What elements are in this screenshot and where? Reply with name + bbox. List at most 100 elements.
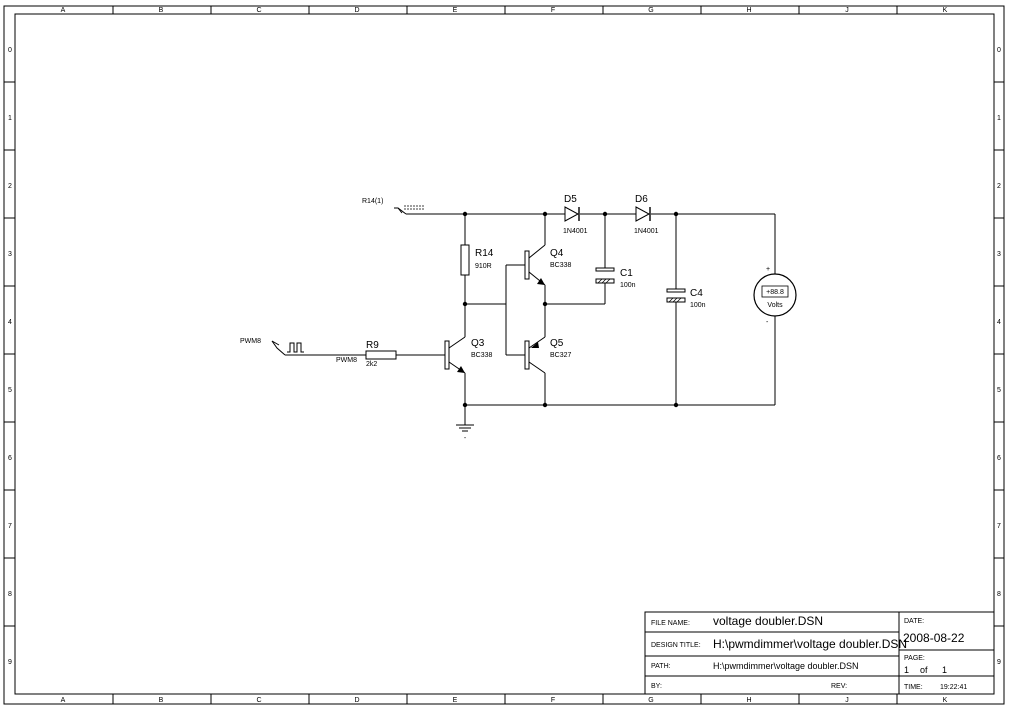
inner-border bbox=[14, 13, 995, 695]
q3-ref: Q3 bbox=[471, 338, 485, 349]
row-label-8-right: 8 bbox=[997, 591, 1001, 598]
row-label-0-left: 0 bbox=[8, 47, 12, 54]
col-label-k-bottom: K bbox=[943, 697, 948, 704]
row-label-8-left: 8 bbox=[8, 591, 12, 598]
design-title-label: DESIGN TITLE: bbox=[651, 642, 701, 649]
row-label-6-left: 6 bbox=[8, 455, 12, 462]
row-label-7-right: 7 bbox=[997, 523, 1001, 530]
date-label: DATE: bbox=[904, 618, 924, 625]
q5-ref: Q5 bbox=[550, 338, 564, 349]
row-ticks bbox=[4, 81, 1004, 627]
design-title: H:\pwmdimmer\voltage doubler.DSN bbox=[713, 637, 907, 651]
row-label-9-right: 9 bbox=[997, 659, 1001, 666]
r14-source-terminal bbox=[394, 205, 424, 215]
voltmeter-display: +88.8 bbox=[766, 289, 784, 296]
d6-value: 1N4001 bbox=[634, 228, 659, 235]
col-label-c-bottom: C bbox=[256, 697, 261, 704]
time-value: 19:22:41 bbox=[940, 684, 967, 691]
circuit-wires bbox=[285, 213, 776, 425]
col-label-k-top: K bbox=[943, 7, 948, 14]
r9-net-label: PWM8 bbox=[336, 357, 357, 364]
row-label-4-left: 4 bbox=[8, 319, 12, 326]
pwm-source-terminal bbox=[271, 340, 304, 356]
row-label-2-left: 2 bbox=[8, 183, 12, 190]
row-label-3-left: 3 bbox=[8, 251, 12, 258]
col-label-g-top: G bbox=[648, 7, 653, 14]
c4-value: 100n bbox=[690, 302, 706, 309]
d5-value: 1N4001 bbox=[563, 228, 588, 235]
page-number: 1 bbox=[904, 665, 909, 675]
col-label-d-top: D bbox=[354, 7, 359, 14]
rev-label: REV: bbox=[831, 683, 847, 690]
time-label: TIME: bbox=[904, 684, 923, 691]
col-label-j-bottom: J bbox=[845, 697, 849, 704]
c1-capacitor bbox=[595, 267, 615, 284]
col-label-d-bottom: D bbox=[354, 697, 359, 704]
row-label-1-left: 1 bbox=[8, 115, 12, 122]
c4-ref: C4 bbox=[690, 288, 703, 299]
q4-value: BC338 bbox=[550, 262, 572, 269]
title-block bbox=[644, 611, 995, 695]
r14-source-label: R14(1) bbox=[362, 198, 383, 205]
d5-diode bbox=[564, 206, 580, 222]
pwm-source-label: PWM8 bbox=[240, 338, 261, 345]
d6-ref: D6 bbox=[635, 194, 648, 205]
col-label-g-bottom: G bbox=[648, 697, 653, 704]
row-label-5-left: 5 bbox=[8, 387, 12, 394]
d6-diode bbox=[635, 206, 651, 222]
col-label-b-top: B bbox=[159, 7, 164, 14]
voltmeter bbox=[753, 273, 797, 317]
row-label-2-right: 2 bbox=[997, 183, 1001, 190]
by-label: BY: bbox=[651, 683, 662, 690]
col-label-b-bottom: B bbox=[159, 697, 164, 704]
col-label-a-bottom: A bbox=[61, 697, 66, 704]
row-label-5-right: 5 bbox=[997, 387, 1001, 394]
d5-ref: D5 bbox=[564, 194, 577, 205]
c1-ref: C1 bbox=[620, 268, 633, 279]
row-label-9-left: 9 bbox=[8, 659, 12, 666]
col-label-a-top: A bbox=[61, 7, 66, 14]
col-label-e-bottom: E bbox=[453, 697, 458, 704]
row-label-4-right: 4 bbox=[997, 319, 1001, 326]
ground-symbol bbox=[456, 424, 474, 432]
col-label-e-top: E bbox=[453, 7, 458, 14]
row-label-0-right: 0 bbox=[997, 47, 1001, 54]
col-label-f-top: F bbox=[551, 7, 555, 14]
col-label-c-top: C bbox=[256, 7, 261, 14]
page-total: 1 bbox=[942, 665, 947, 675]
c4-capacitor bbox=[666, 288, 686, 303]
ground-label: - bbox=[464, 435, 467, 442]
c1-value: 100n bbox=[620, 282, 636, 289]
row-label-6-right: 6 bbox=[997, 455, 1001, 462]
path-label: PATH: bbox=[651, 663, 671, 670]
col-label-h-top: H bbox=[746, 7, 751, 14]
row-label-7-left: 7 bbox=[8, 523, 12, 530]
r14-value: 910R bbox=[475, 263, 492, 270]
page-label: PAGE: bbox=[904, 655, 925, 662]
r14-resistor bbox=[460, 244, 470, 276]
col-label-j-top: J bbox=[845, 7, 849, 14]
voltmeter-plus: + bbox=[766, 266, 770, 273]
col-label-f-bottom: F bbox=[551, 697, 555, 704]
q5-value: BC327 bbox=[550, 352, 572, 359]
col-label-h-bottom: H bbox=[746, 697, 751, 704]
file-name-label: FILE NAME: bbox=[651, 620, 690, 627]
r14-ref: R14 bbox=[475, 248, 494, 259]
r9-resistor bbox=[365, 350, 397, 360]
q4-ref: Q4 bbox=[550, 248, 564, 259]
voltmeter-unit: Volts bbox=[767, 302, 783, 309]
path-value: H:\pwmdimmer\voltage doubler.DSN bbox=[713, 661, 859, 671]
q4-transistor bbox=[524, 244, 546, 286]
q3-value: BC338 bbox=[471, 352, 493, 359]
column-ticks bbox=[112, 6, 898, 704]
file-name: voltage doubler.DSN bbox=[713, 614, 823, 628]
date-value: 2008-08-22 bbox=[903, 631, 965, 645]
r9-value: 2k2 bbox=[366, 361, 377, 368]
r9-ref: R9 bbox=[366, 340, 379, 351]
junction-dots bbox=[462, 211, 679, 408]
row-label-3-right: 3 bbox=[997, 251, 1001, 258]
voltmeter-minus: - bbox=[766, 319, 769, 326]
q3-transistor bbox=[444, 336, 466, 374]
q5-transistor bbox=[524, 336, 546, 374]
